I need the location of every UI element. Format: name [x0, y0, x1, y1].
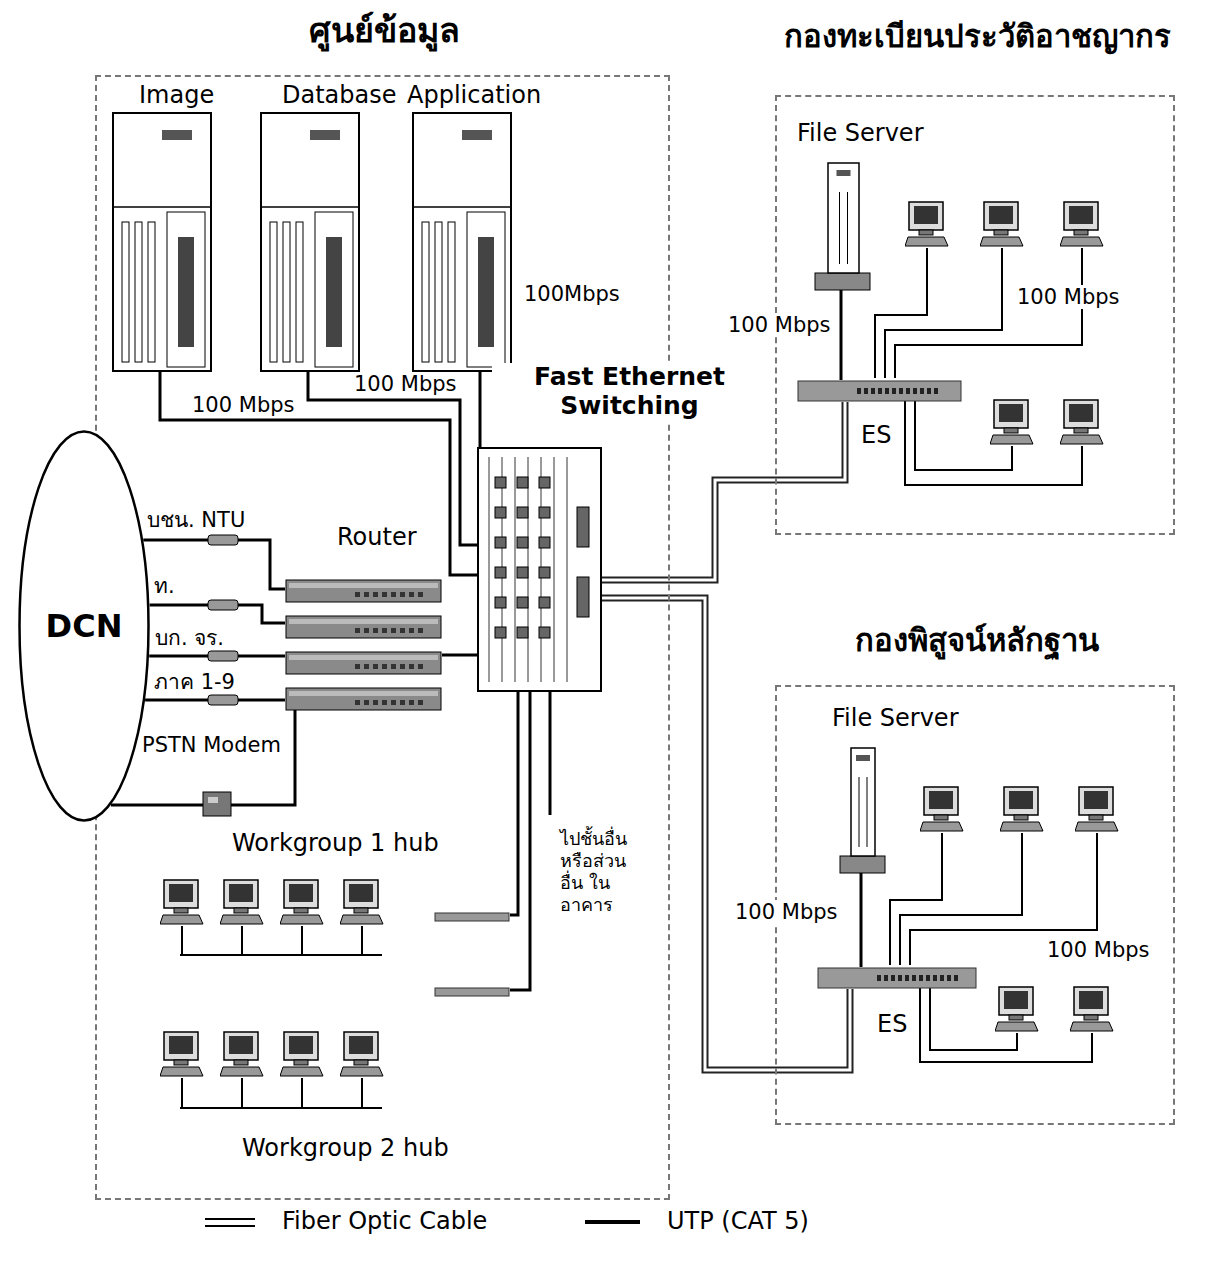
speed-label: 100 Mbps [1045, 938, 1151, 962]
hub-node: Workgroup 2 hub [434, 987, 510, 997]
ellipse-node: DCN [18, 430, 150, 822]
pc-icon [220, 880, 263, 924]
edge-label: 100 Mbps [733, 900, 839, 924]
edge-label: ภาค 1-9 [152, 670, 237, 694]
node-label: Workgroup 1 hub [232, 830, 439, 858]
fiber-cable [602, 598, 850, 1070]
cable-line [510, 692, 518, 915]
utp-cable [442, 655, 477, 656]
file-server-tower [827, 162, 860, 274]
pc-icon [280, 1032, 323, 1076]
legend-text: Fiber Optic Cable [280, 1207, 489, 1235]
edge-label: PSTN Modem [140, 733, 283, 757]
edge-label: 100 Mbps [190, 393, 296, 417]
pc-icon [905, 202, 948, 246]
cable-line [510, 692, 530, 990]
router-node: Router [285, 580, 442, 710]
edge-label: 100 Mbps [726, 313, 832, 337]
edge-label: บก. จร. [153, 626, 226, 650]
server-cabinet [112, 112, 212, 372]
tower-node: File Server [827, 162, 860, 274]
region-heading: กองทะเบียนประวัติอาชญากร [784, 19, 1171, 55]
server-cabinet [260, 112, 360, 372]
cable-line [160, 372, 477, 575]
utp-cable [160, 372, 477, 575]
es-node: ES [817, 967, 977, 989]
pc-icon [1070, 987, 1113, 1031]
pc-icon [280, 880, 323, 924]
node-label: Workgroup 2 hub [242, 1135, 449, 1163]
edge-label: ท. [152, 574, 177, 598]
pc-icon [340, 1032, 383, 1076]
pc-icon [995, 987, 1038, 1031]
modem [203, 792, 231, 816]
fiber-cable [602, 402, 845, 580]
ethernet-switch-unit [797, 380, 962, 402]
note-label: ไปชั้นอื่น หรือส่วนอื่น ในอาคาร [558, 828, 647, 916]
node-label: Application [407, 82, 541, 110]
node-label: File Server [797, 120, 924, 148]
utp-cable [510, 692, 518, 915]
cable-line [442, 654, 477, 657]
pc-icon [220, 1032, 263, 1076]
node-label: Database [282, 82, 397, 110]
server-node: Application [412, 112, 512, 372]
node-label: DCN [46, 608, 123, 645]
region-box: กองทะเบียนประวัติอาชญากรFile ServerES [775, 95, 1175, 535]
node-label: File Server [832, 705, 959, 733]
server-node: Image [112, 112, 212, 372]
cable-line [479, 372, 482, 447]
utp-cable [480, 372, 481, 447]
edge-label: บชน. NTU [145, 508, 247, 532]
fiber-outer [602, 402, 845, 580]
switch-node: Fast Ethernet Switching [477, 447, 602, 692]
tower-node: File Server [850, 747, 876, 857]
server-node: Database [260, 112, 360, 372]
node-label: Fast Ethernet Switching [492, 363, 767, 421]
transceiver [815, 273, 885, 873]
cable-line [308, 372, 477, 545]
pc-icon [340, 880, 383, 924]
file-server-tower [850, 747, 876, 857]
pc-wire [180, 248, 1097, 1108]
pc-icon [920, 787, 963, 831]
region-heading: กองพิสูจน์หลักฐาน [855, 623, 1099, 659]
pc-icon [1060, 400, 1103, 444]
hub-node: Workgroup 1 hub [434, 912, 510, 922]
node-label: Image [139, 82, 214, 110]
fiber-inner [602, 598, 850, 1070]
pc-icon [1000, 787, 1043, 831]
legend-text: UTP (CAT 5) [665, 1207, 811, 1235]
utp-cable [308, 372, 477, 545]
region-heading: ศูนย์ข้อมูล [309, 11, 460, 50]
node-label: ES [877, 1011, 907, 1039]
fiber-outer [602, 598, 850, 1070]
ethernet-switch [477, 447, 602, 692]
hub-unit [434, 987, 510, 997]
utp-cable [510, 692, 530, 990]
node-label: ES [861, 422, 891, 450]
hub-unit [434, 912, 510, 922]
edge-label: 100 Mbps [352, 372, 458, 396]
pc-icon [160, 1032, 203, 1076]
pc-icon [990, 400, 1033, 444]
pc-icon [980, 202, 1023, 246]
server-cabinet [412, 112, 512, 372]
pc-icon [1060, 202, 1103, 246]
fiber-inner [602, 402, 845, 580]
es-node: ES [797, 380, 962, 402]
router-stack [285, 580, 442, 710]
edge-label: 100Mbps [522, 282, 622, 306]
pc-icon [160, 880, 203, 924]
pc-icon [1075, 787, 1118, 831]
ethernet-switch-unit [817, 967, 977, 989]
node-label: Router [337, 524, 417, 552]
speed-label: 100 Mbps [1015, 285, 1121, 309]
